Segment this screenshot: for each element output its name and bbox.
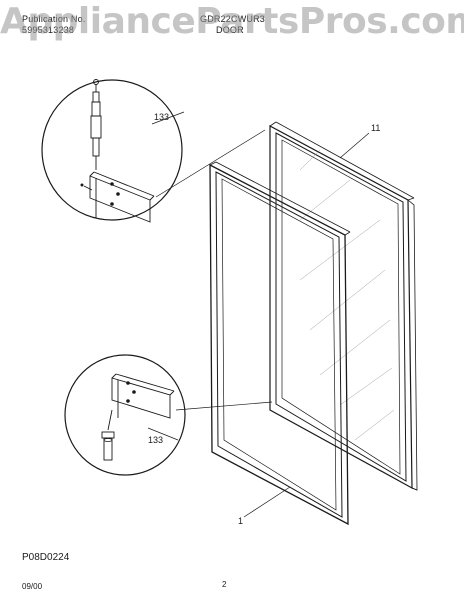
section-title: DOOR [216, 25, 244, 35]
leader-lines [147, 111, 370, 518]
callout-part-133-top: 133 [154, 112, 169, 122]
callout-part-1: 1 [238, 516, 243, 526]
door-gasket-part-1 [209, 161, 351, 526]
model-number: GDR22CWUR3 [200, 14, 266, 24]
door-panel-part-11 [269, 121, 418, 491]
publication-label: Publication No. [22, 14, 86, 24]
callout-part-11: 11 [371, 123, 380, 133]
date-code: 09/00 [22, 582, 43, 591]
callout-part-133-bottom: 133 [148, 435, 163, 445]
watermark-logo: AppliancePartsPros.com [0, 1, 464, 42]
hinge-detail-bottom [64, 354, 186, 476]
diagram-code: P08D0224 [22, 552, 70, 563]
page-number: 2 [222, 580, 227, 589]
hinge-detail-top [41, 79, 183, 223]
publication-number: 5995313238 [22, 25, 75, 35]
